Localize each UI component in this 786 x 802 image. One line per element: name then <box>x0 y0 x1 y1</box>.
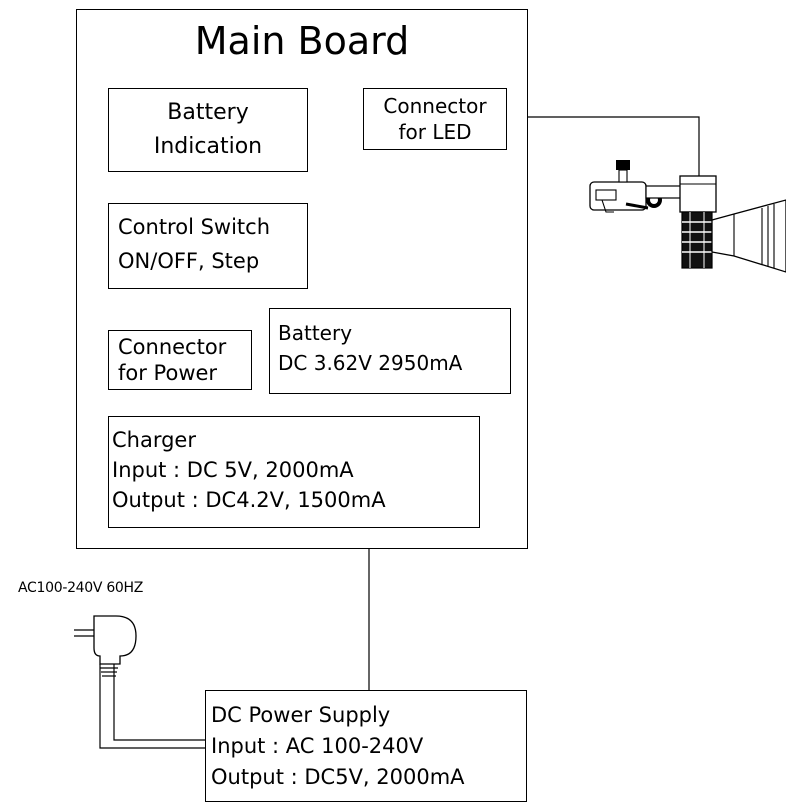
control-switch-line2: ON/OFF, Step <box>118 249 260 273</box>
charger-line2: Input : DC 5V, 2000mA <box>112 458 354 482</box>
dc-power-supply-label: DC Power Supply Input : AC 100-240V Outp… <box>211 700 465 793</box>
dc-power-supply-line3: Output : DC5V, 2000mA <box>211 765 465 789</box>
battery-indication-line1: Battery <box>167 100 249 125</box>
battery-indication-label: Battery Indication <box>108 96 308 164</box>
charger-line3: Output : DC4.2V, 1500mA <box>112 488 386 512</box>
battery-indication-block <box>108 88 308 172</box>
ac-cable <box>99 680 205 749</box>
battery-block <box>269 308 511 394</box>
ac-input-label: AC100-240V 60HZ <box>18 580 144 596</box>
battery-line1: Battery <box>278 321 353 345</box>
connector-power-line1: Connector <box>118 335 227 359</box>
connector-led-line1: Connector <box>383 94 487 118</box>
charger-label: Charger Input : DC 5V, 2000mA Output : D… <box>112 425 386 515</box>
battery-label: Battery DC 3.62V 2950mA <box>278 318 462 378</box>
power-plug-icon <box>74 615 137 680</box>
led-cable <box>507 116 700 180</box>
connector-led-block <box>363 88 507 150</box>
main-board-title: Main Board <box>194 19 410 63</box>
control-switch-label: Control Switch ON/OFF, Step <box>118 210 270 278</box>
charger-block <box>108 416 480 528</box>
led-lamp-icon <box>589 160 786 273</box>
dc-power-supply-line1: DC Power Supply <box>211 703 391 727</box>
connector-led-line2: for LED <box>398 120 472 144</box>
connector-power-line2: for Power <box>118 361 218 385</box>
battery-line2: DC 3.62V 2950mA <box>278 351 463 375</box>
dc-power-supply-line2: Input : AC 100-240V <box>211 734 424 758</box>
connector-power-label: Connector for Power <box>118 334 226 386</box>
control-switch-line1: Control Switch <box>118 215 271 239</box>
charger-line1: Charger <box>112 428 196 452</box>
control-switch-block <box>108 203 308 289</box>
connector-led-label: Connector for LED <box>363 93 507 145</box>
battery-indication-line2: Indication <box>153 134 263 159</box>
connector-power-block <box>108 330 252 390</box>
